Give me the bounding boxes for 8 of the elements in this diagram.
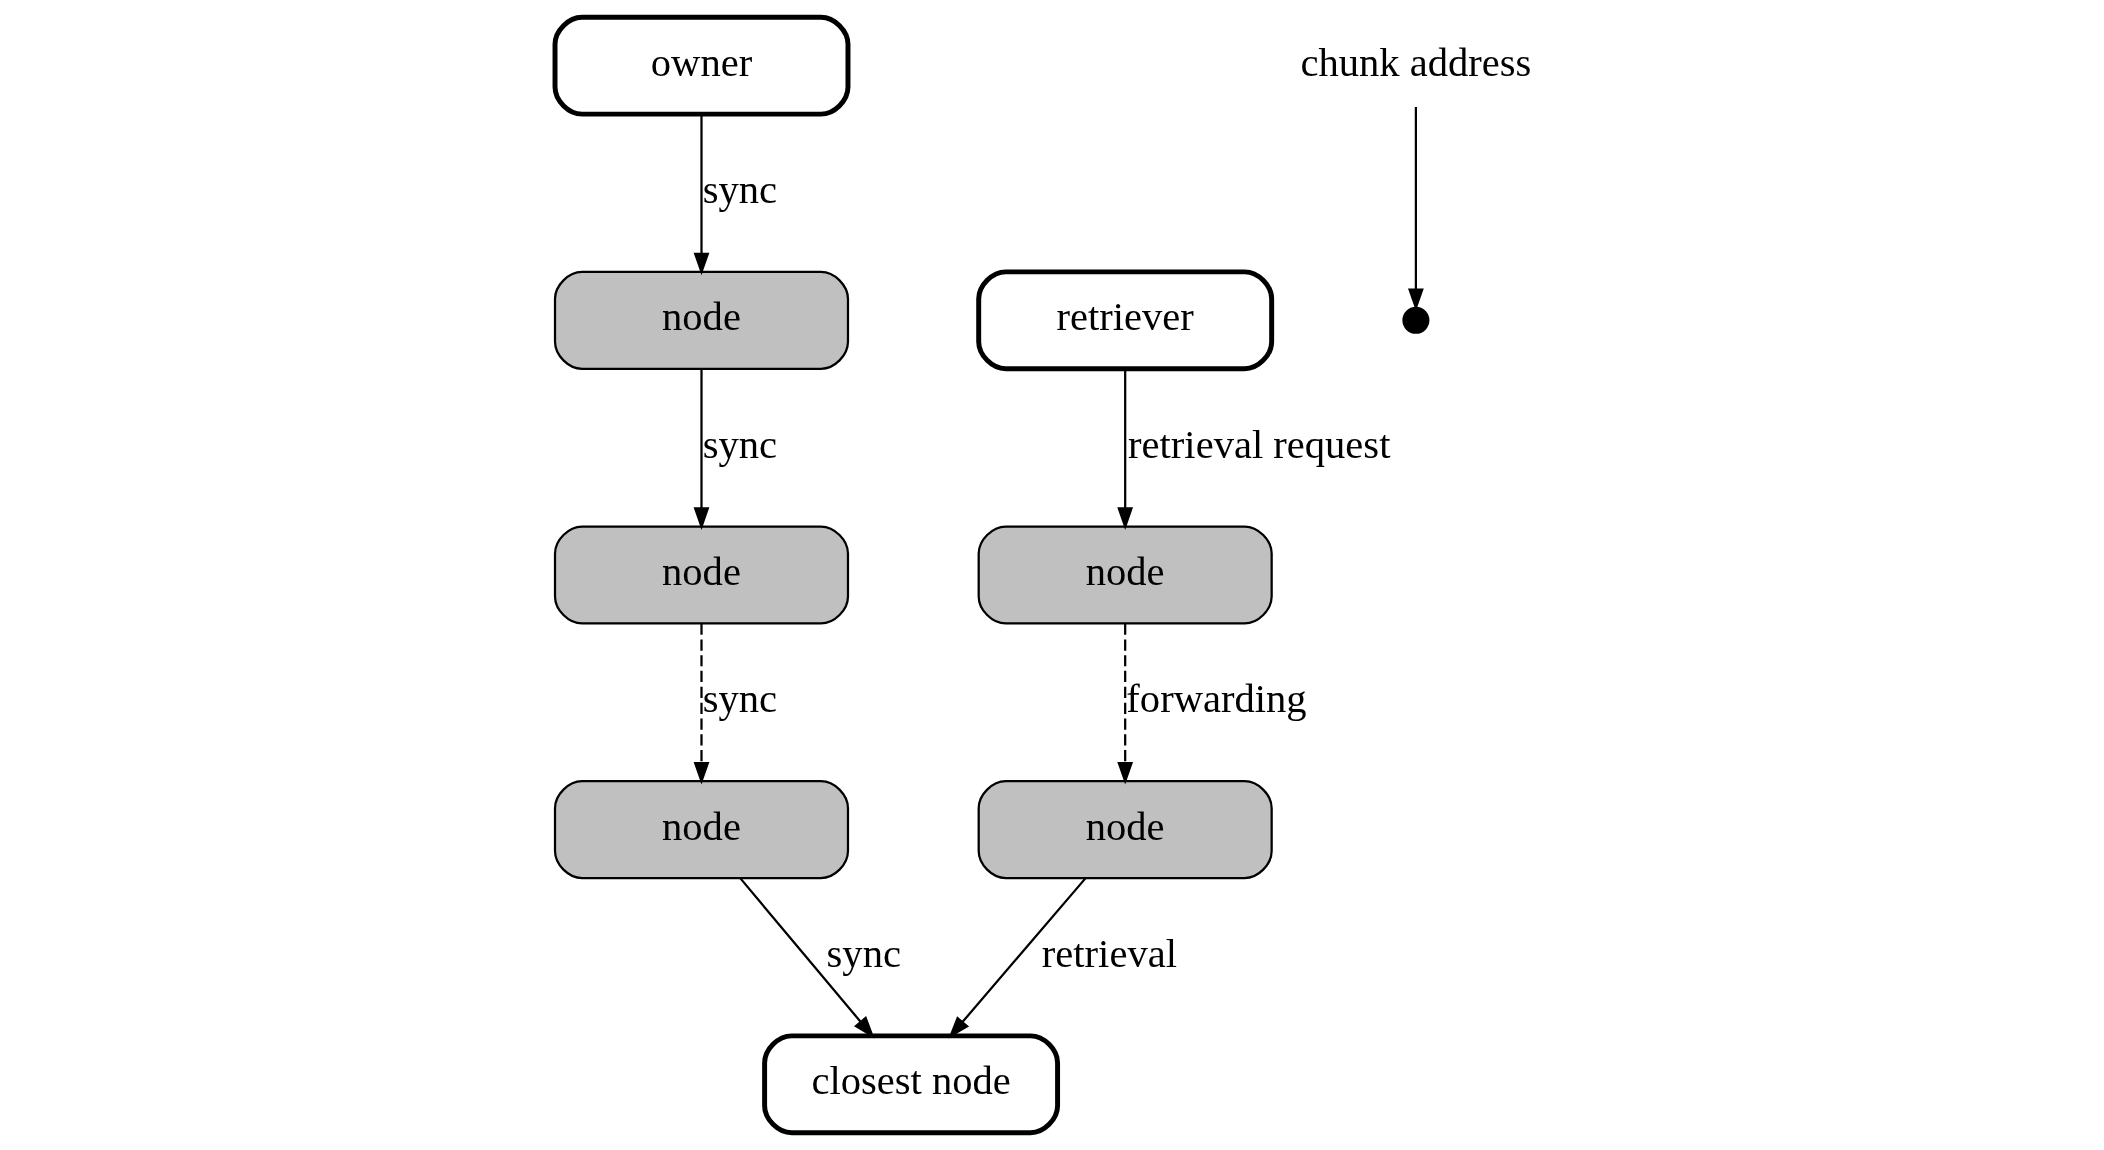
edge-label: forwarding (1125, 676, 1307, 722)
edge-label: sync (702, 166, 777, 212)
edge-label: sync (826, 930, 901, 976)
edge-label: retrieval (1041, 930, 1177, 976)
edge-label: retrieval request (1127, 421, 1390, 467)
edge-label: sync (702, 676, 777, 722)
node-text: chunk address (1299, 39, 1531, 85)
edge-label: sync (702, 421, 777, 467)
